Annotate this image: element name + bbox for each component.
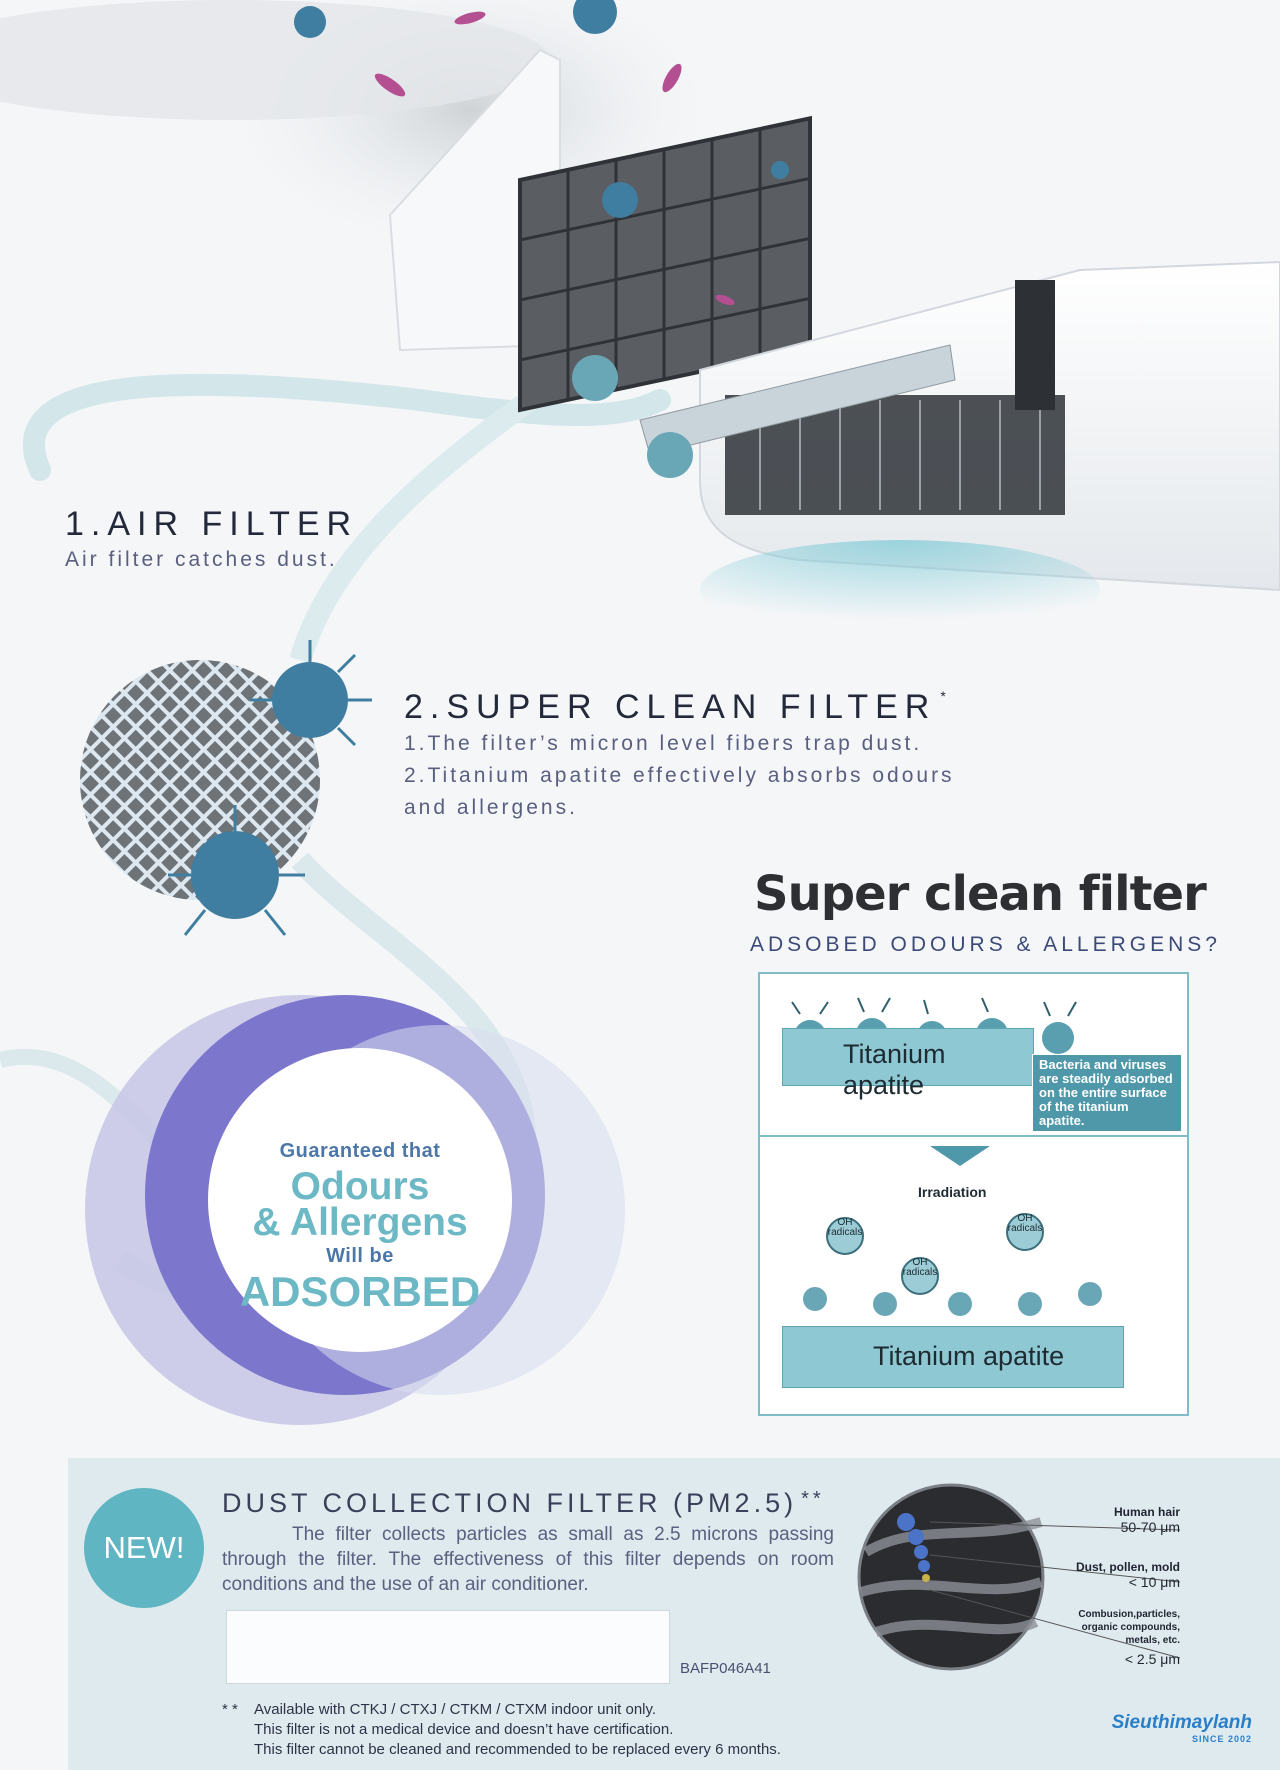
scale-item-2: Dust, pollen, mold < 10 μm bbox=[1030, 1560, 1180, 1590]
top-apatite-band: Titanium apatite bbox=[782, 1028, 1034, 1100]
super-clean-asterisk: * bbox=[940, 688, 953, 704]
brand-since: SINCE 2002 bbox=[1191, 1734, 1252, 1744]
part-code: BAFP046A41 bbox=[680, 1660, 771, 1677]
bottom-apatite-band: Titanium apatite bbox=[782, 1326, 1124, 1388]
bottom-apatite-label: Titanium apatite bbox=[873, 1341, 1065, 1371]
new-badge: NEW! bbox=[84, 1488, 204, 1608]
dust-title: DUST COLLECTION FILTER (PM2.5)** bbox=[222, 1488, 825, 1519]
guarantee-line-1: Guaranteed that bbox=[279, 1140, 441, 1162]
dust-body: The filter collects particles as small a… bbox=[222, 1524, 834, 1595]
guarantee-line-3: & Allergens bbox=[252, 1201, 468, 1244]
scale-value: < 2.5 μm bbox=[1124, 1651, 1180, 1667]
feature-heading: Super clean filter bbox=[754, 866, 1207, 922]
guarantee-text: Guaranteed that Odours & Allergens Will … bbox=[215, 1140, 505, 1316]
titanium-diagram: Titanium apatite Bacteria and viruses ar… bbox=[758, 972, 1189, 1416]
guarantee-line-2: Odours bbox=[290, 1165, 430, 1208]
adsorption-note: Bacteria and viruses are steadily adsorb… bbox=[1032, 1054, 1182, 1132]
oh-radical-label-3: OH radicals bbox=[1007, 1213, 1043, 1234]
air-filter-desc: Air filter catches dust. bbox=[65, 548, 338, 571]
footnote-line-2: This filter is not a medical device and … bbox=[254, 1721, 674, 1738]
scale-item-3: Combusion,particles, organic compounds, … bbox=[1050, 1608, 1180, 1667]
filter-photo bbox=[226, 1610, 670, 1684]
air-filter-title: 1.AIR FILTER bbox=[65, 505, 359, 543]
scale-label: Dust, pollen, mold bbox=[1076, 1560, 1180, 1574]
super-clean-title-text: 2.SUPER CLEAN FILTER bbox=[404, 688, 937, 726]
scale-item-1: Human hair 50-70 μm bbox=[1030, 1505, 1180, 1535]
guarantee-line-5: ADSORBED bbox=[239, 1268, 481, 1315]
scale-label: Human hair bbox=[1113, 1505, 1180, 1519]
oh-radical-label-1: OH radicals bbox=[827, 1217, 863, 1238]
oh-radical-label-2: OH radicals bbox=[902, 1257, 938, 1278]
scale-leader-lines bbox=[930, 1521, 1180, 1659]
brand-name: Sieuthimaylanh bbox=[1111, 1712, 1252, 1733]
dust-title-text: DUST COLLECTION FILTER (PM2.5) bbox=[222, 1488, 798, 1518]
footnote-mark: * * bbox=[222, 1701, 238, 1718]
brand-logo: Sieuthimaylanh SINCE 2002 bbox=[1082, 1712, 1252, 1744]
super-clean-line-1: 1.The filter’s micron level fibers trap … bbox=[404, 732, 923, 755]
dust-title-mark: ** bbox=[801, 1488, 825, 1510]
feature-subheading: ADSOBED ODOURS & ALLERGENS? bbox=[750, 933, 1221, 956]
scale-value: 50-70 μm bbox=[1120, 1519, 1180, 1535]
fiber-magnification-image bbox=[857, 1483, 1045, 1671]
super-clean-title: 2.SUPER CLEAN FILTER* bbox=[404, 688, 953, 727]
super-clean-line-3: and allergens. bbox=[404, 796, 578, 819]
super-clean-line-2: 2.Titanium apatite effectively absorbs o… bbox=[404, 764, 955, 787]
footnote-line-3: This filter cannot be cleaned and recomm… bbox=[254, 1741, 781, 1758]
footnote-line-1: Available with CTKJ / CTXJ / CTKM / CTXM… bbox=[254, 1701, 657, 1718]
top-apatite-label: Titanium apatite bbox=[843, 1039, 946, 1100]
irradiation-label: Irradiation bbox=[918, 1184, 987, 1200]
scale-label: Combusion,particles, organic compounds, … bbox=[1078, 1609, 1180, 1646]
guarantee-line-4: Will be bbox=[326, 1245, 394, 1267]
scale-value: < 10 μm bbox=[1128, 1574, 1180, 1590]
